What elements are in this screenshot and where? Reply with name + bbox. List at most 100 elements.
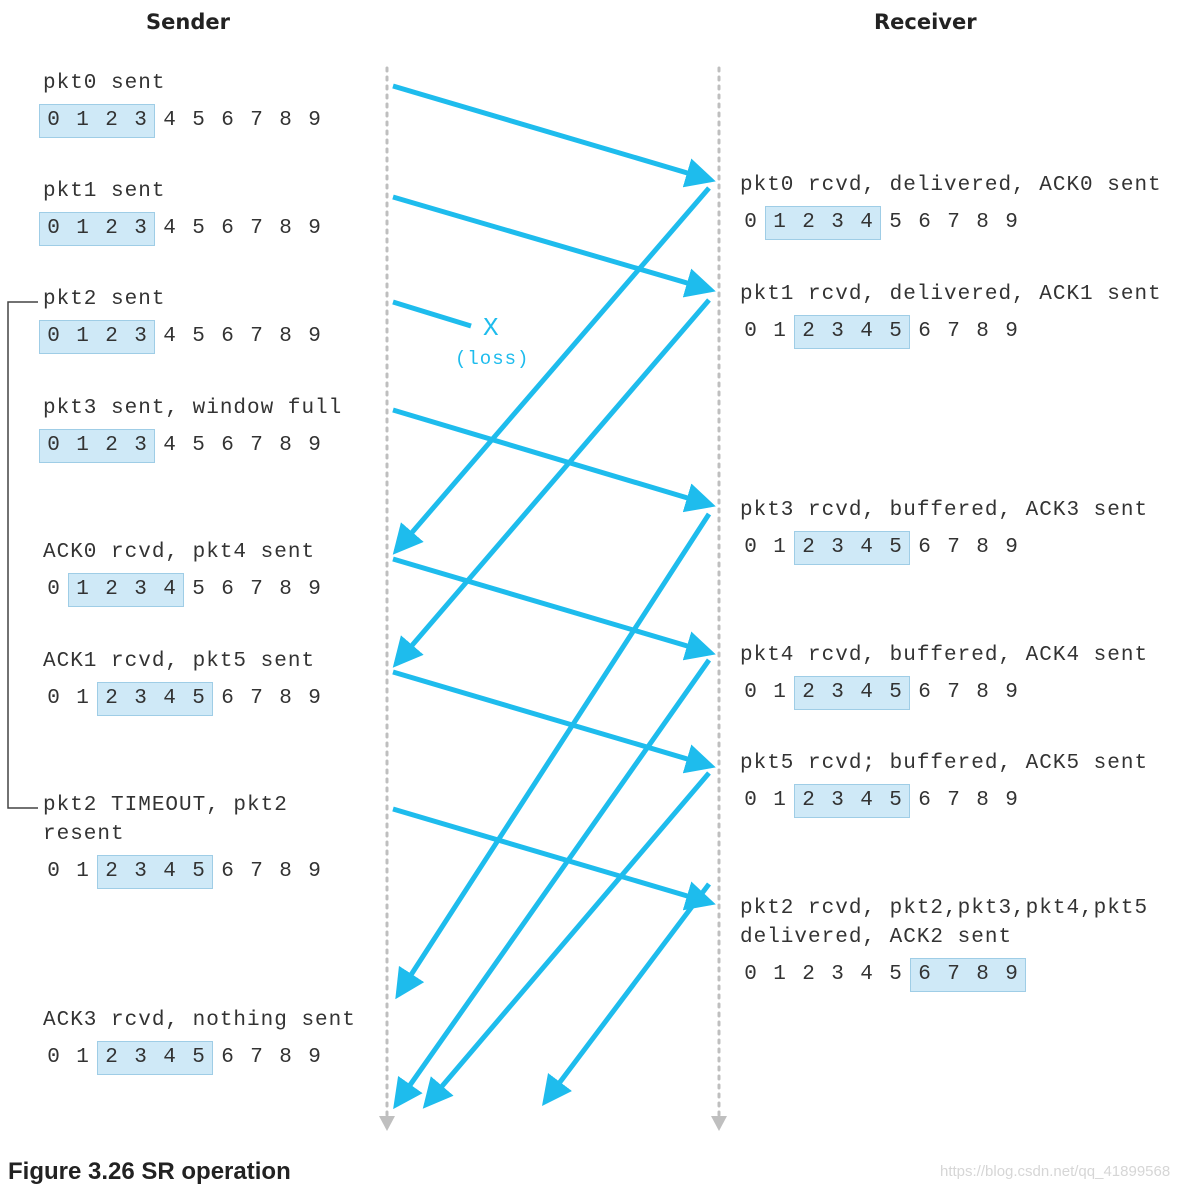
sender-seq-number: 3 (134, 578, 147, 601)
sender-event-label: ACK1 rcvd, pkt5 sent (43, 650, 316, 673)
receiver-seq-number: 8 (976, 963, 989, 986)
data-packet-arrow (392, 556, 716, 661)
sender-seq-number: 7 (250, 1046, 263, 1069)
receiver-seq-number: 6 (918, 320, 931, 343)
sender-seq-number: 8 (279, 217, 292, 240)
data-packet-arrow (392, 194, 716, 298)
sender-seq-number: 3 (134, 325, 147, 348)
data-packet-arrow (392, 669, 716, 774)
data-packet-arrow (392, 407, 716, 513)
receiver-seq-number: 5 (889, 211, 902, 234)
receiver-seq-number: 4 (860, 536, 873, 559)
sender-seq-number: 9 (308, 325, 321, 348)
sender-event-label: pkt0 sent (43, 72, 166, 95)
sender-seq-number: 4 (163, 1046, 176, 1069)
receiver-seq-number: 8 (976, 320, 989, 343)
receiver-seq-number: 0 (744, 963, 757, 986)
sender-seq-number: 8 (279, 325, 292, 348)
sender-seq-number: 8 (279, 687, 292, 710)
receiver-seq-number: 6 (918, 211, 931, 234)
sender-seq-number: 3 (134, 109, 147, 132)
sender-seq-number: 0 (47, 578, 60, 601)
sender-seq-number: 8 (279, 860, 292, 883)
sender-seq-number: 1 (76, 217, 89, 240)
sender-seq-number: 6 (221, 434, 234, 457)
sender-seq-number: 9 (308, 1046, 321, 1069)
sender-seq-number: 9 (308, 109, 321, 132)
sender-seq-number: 6 (221, 109, 234, 132)
figure-caption: Figure 3.26 SR operation (8, 1158, 291, 1185)
sender-window-highlight (39, 212, 155, 246)
ack-arrow (392, 186, 711, 555)
receiver-seq-number: 3 (831, 681, 844, 704)
receiver-seq-number: 6 (918, 789, 931, 812)
sender-event-label: ACK0 rcvd, pkt4 sent (43, 541, 316, 564)
sender-seq-number: 2 (105, 325, 118, 348)
watermark: https://blog.csdn.net/qq_41899568 (940, 1163, 1171, 1180)
sender-event-label: pkt1 sent (43, 180, 166, 203)
sender-seq-number: 2 (105, 687, 118, 710)
receiver-seq-number: 4 (860, 789, 873, 812)
receiver-event-label: pkt5 rcvd; buffered, ACK5 sent (740, 752, 1149, 775)
sender-seq-number: 0 (47, 860, 60, 883)
sender-seq-number: 5 (192, 578, 205, 601)
receiver-seq-number: 0 (744, 681, 757, 704)
receiver-seq-number: 4 (860, 211, 873, 234)
receiver-seq-number: 3 (831, 320, 844, 343)
receiver-seq-number: 8 (976, 681, 989, 704)
receiver-event-label: pkt4 rcvd, buffered, ACK4 sent (740, 644, 1149, 667)
receiver-seq-number: 5 (889, 536, 902, 559)
receiver-seq-number: 5 (889, 681, 902, 704)
receiver-window-highlight (794, 784, 910, 818)
sender-seq-number: 0 (47, 217, 60, 240)
sender-seq-number: 2 (105, 434, 118, 457)
receiver-window-highlight (794, 676, 910, 710)
receiver-header: Receiver (874, 10, 977, 34)
receiver-seq-number: 8 (976, 789, 989, 812)
sender-seq-number: 7 (250, 109, 263, 132)
loss-label: (loss) (455, 348, 530, 370)
receiver-seq-number: 5 (889, 320, 902, 343)
receiver-seq-number: 6 (918, 536, 931, 559)
sender-window-highlight (97, 682, 213, 716)
sender-window-highlight (39, 104, 155, 138)
receiver-seq-number: 1 (773, 681, 786, 704)
receiver-seq-number: 8 (976, 211, 989, 234)
sender-seq-number: 6 (221, 1046, 234, 1069)
receiver-event-label: delivered, ACK2 sent (740, 926, 1013, 949)
receiver-timeline-arrowhead (711, 1116, 727, 1131)
sender-seq-number: 1 (76, 687, 89, 710)
ack-arrow (392, 298, 711, 668)
receiver-seq-number: 9 (1005, 789, 1018, 812)
receiver-seq-number: 9 (1005, 320, 1018, 343)
sender-seq-number: 5 (192, 1046, 205, 1069)
receiver-seq-number: 3 (831, 789, 844, 812)
sender-seq-number: 9 (308, 217, 321, 240)
sender-seq-number: 2 (105, 1046, 118, 1069)
receiver-seq-number: 2 (802, 320, 815, 343)
sender-header: Sender (146, 10, 230, 34)
sender-seq-number: 4 (163, 434, 176, 457)
sender-seq-number: 9 (308, 687, 321, 710)
ack-arrow (541, 882, 711, 1106)
loss-mark: X (483, 313, 500, 343)
receiver-seq-number: 6 (918, 963, 931, 986)
sender-seq-number: 7 (250, 434, 263, 457)
receiver-seq-number: 3 (831, 536, 844, 559)
sender-seq-number: 2 (105, 217, 118, 240)
sender-seq-number: 1 (76, 578, 89, 601)
receiver-seq-number: 9 (1005, 963, 1018, 986)
receiver-seq-number: 3 (831, 211, 844, 234)
sender-seq-number: 3 (134, 434, 147, 457)
sender-seq-number: 1 (76, 325, 89, 348)
data-packet-arrow (392, 83, 716, 188)
